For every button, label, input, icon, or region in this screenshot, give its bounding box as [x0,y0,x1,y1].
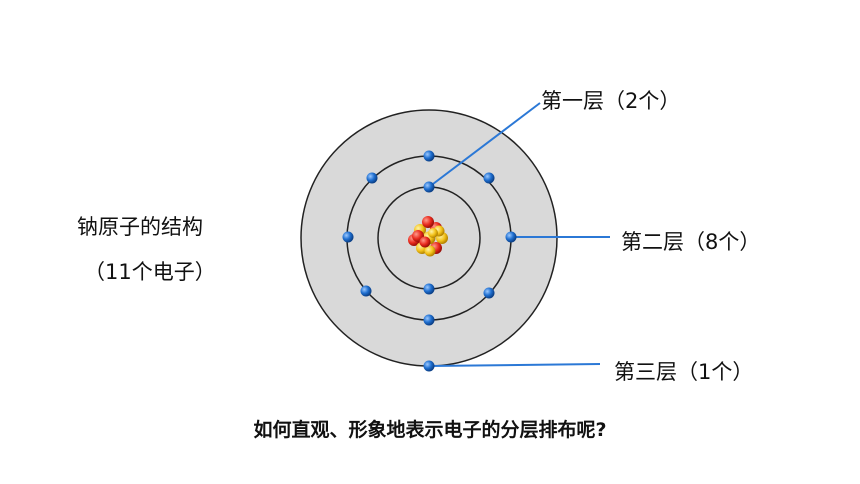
pointer-line-shell1 [428,102,541,188]
electron-shell1 [423,283,435,295]
nucleus [408,216,448,257]
electron-shell2 [360,285,372,297]
electron-shell2 [342,231,354,243]
shell3-label: 第三层（1个） [614,360,754,384]
atom-electron-count: （11个电子） [84,260,216,284]
electron-shell2 [366,172,378,184]
electron-shell2 [423,314,435,326]
shell1-label: 第一层（2个） [541,89,681,113]
electron-shell1 [423,181,435,193]
electron-shell2 [423,150,435,162]
electron-shell2 [505,231,517,243]
electron-shell3 [423,360,435,372]
shell2-label: 第二层（8个） [621,230,761,254]
pointer-line-shell3 [428,363,601,367]
question-text: 如何直观、形象地表示电子的分层排布呢? [253,419,607,441]
atom-title: 钠原子的结构 [77,215,203,239]
electron-shell2 [483,172,495,184]
electron-shell2 [483,287,495,299]
